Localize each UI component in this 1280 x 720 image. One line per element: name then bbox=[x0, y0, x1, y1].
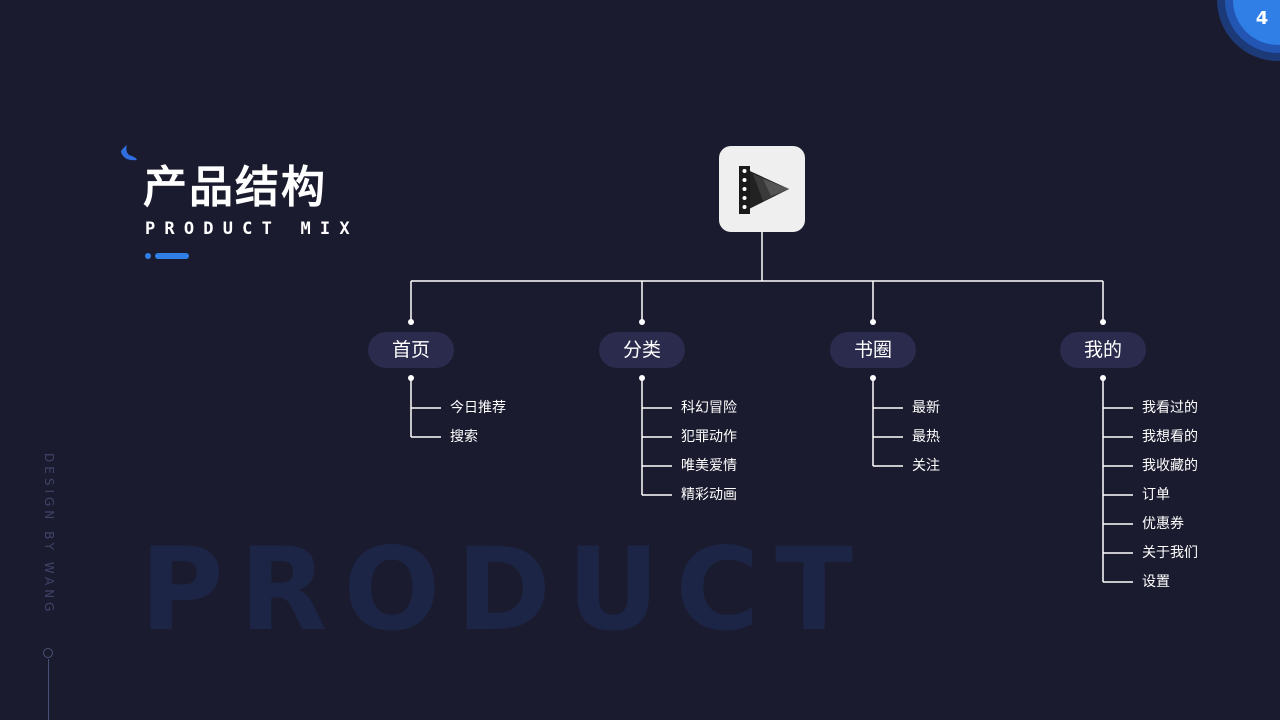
watermark-text: PRODUCT bbox=[140, 523, 869, 656]
leaf-label: 优惠券 bbox=[1142, 516, 1184, 532]
underline-dot bbox=[145, 253, 151, 259]
leaf-label: 犯罪动作 bbox=[681, 429, 737, 445]
branch-node: 我的 bbox=[1060, 332, 1146, 368]
leaf-label: 搜索 bbox=[450, 429, 478, 445]
branch-node: 首页 bbox=[368, 332, 454, 368]
page-title: 产品结构 bbox=[143, 162, 327, 213]
leaf-label: 我看过的 bbox=[1142, 400, 1198, 416]
leaf-label: 订单 bbox=[1142, 487, 1170, 503]
leaf-label: 关注 bbox=[912, 458, 940, 474]
accent-mark-icon bbox=[121, 145, 137, 161]
side-credit: DESIGN BY WANG bbox=[42, 453, 56, 616]
leaf-label: 关于我们 bbox=[1142, 545, 1198, 561]
leaf-label: 唯美爱情 bbox=[681, 458, 737, 474]
branch-dot bbox=[639, 319, 645, 325]
branch-dot bbox=[1100, 319, 1106, 325]
branch-node: 分类 bbox=[599, 332, 685, 368]
video-play-icon bbox=[739, 166, 789, 214]
branch-node: 书圈 bbox=[830, 332, 916, 368]
leaf-label: 精彩动画 bbox=[681, 487, 737, 503]
leaf-label: 我收藏的 bbox=[1142, 458, 1198, 474]
leaf-label: 我想看的 bbox=[1142, 429, 1198, 445]
page-number: 4 bbox=[1255, 8, 1269, 29]
side-line bbox=[48, 659, 49, 720]
leaf-label: 今日推荐 bbox=[450, 400, 506, 416]
leaf-label: 设置 bbox=[1142, 574, 1170, 590]
page-subtitle: PRODUCT MIX bbox=[145, 219, 359, 239]
title-underline bbox=[145, 253, 191, 259]
app-icon bbox=[719, 146, 805, 232]
leaf-label: 最新 bbox=[912, 400, 940, 416]
leaf-label: 科幻冒险 bbox=[681, 400, 737, 416]
branch-dot bbox=[408, 319, 414, 325]
leaf-label: 最热 bbox=[912, 429, 940, 445]
side-circle-icon bbox=[43, 648, 53, 658]
branch-dot bbox=[870, 319, 876, 325]
underline-bar bbox=[155, 253, 189, 259]
